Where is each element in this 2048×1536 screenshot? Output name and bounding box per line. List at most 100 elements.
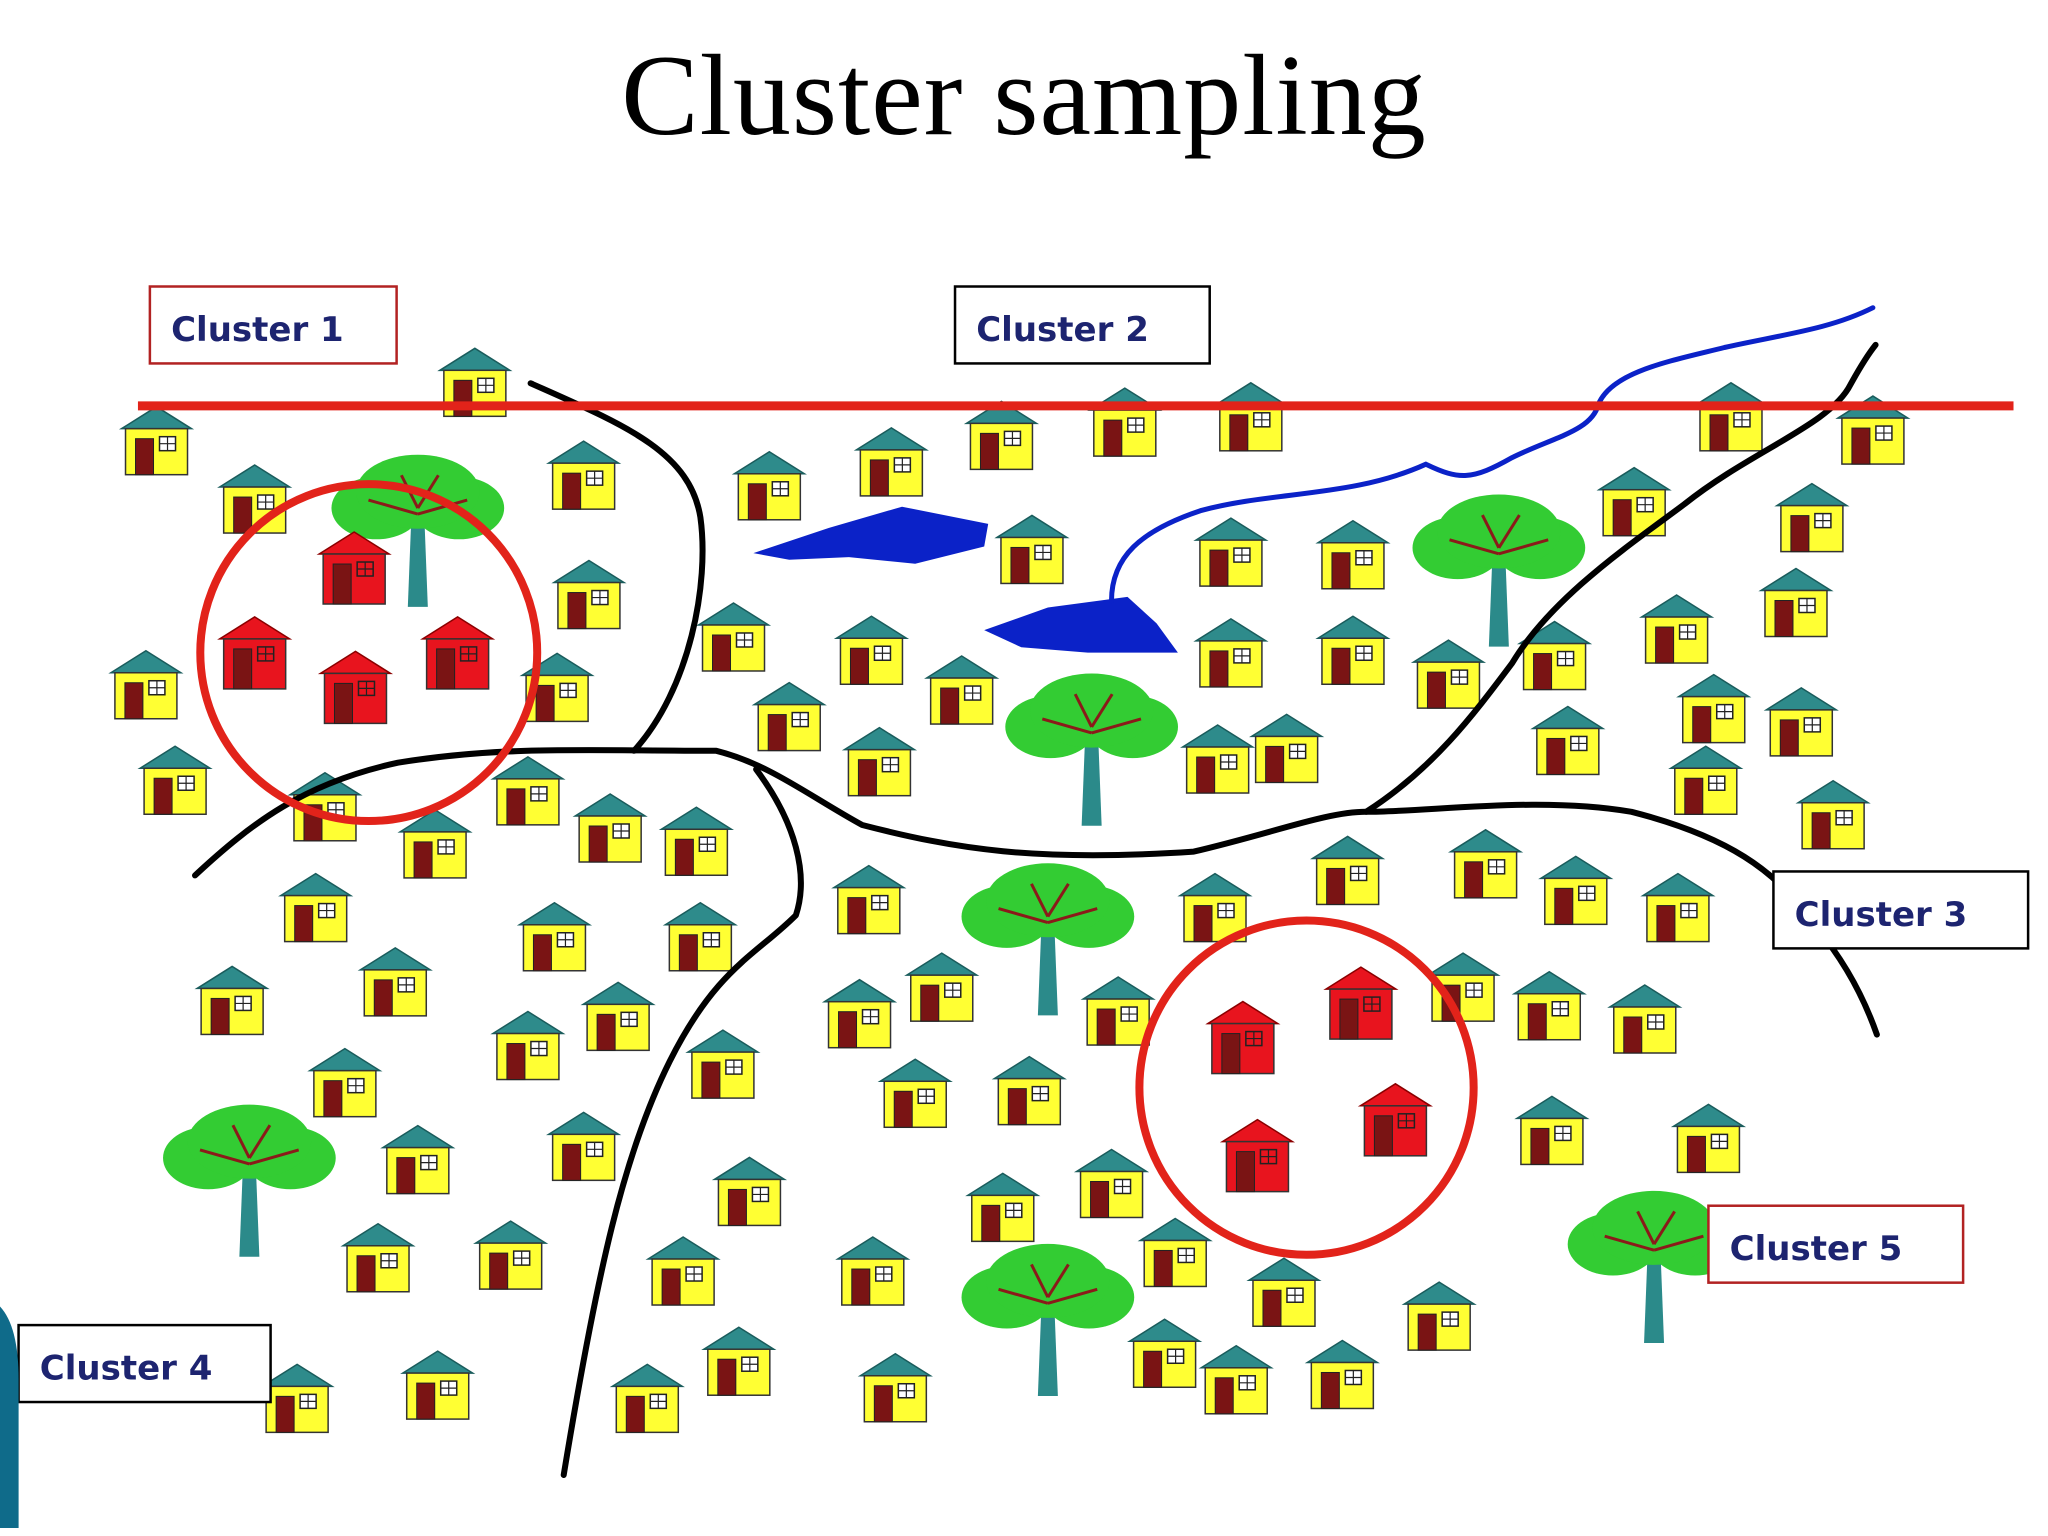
- boundary-cluster4-east: [560, 766, 804, 1478]
- house-icon: [751, 681, 827, 752]
- boundary-cluster1-east: [527, 380, 706, 754]
- tree-icon: [961, 863, 1135, 1016]
- river: [1109, 305, 1876, 604]
- house-icon: [1538, 855, 1614, 926]
- water-layer: [753, 305, 1876, 653]
- house-icon: [1198, 1344, 1274, 1415]
- house-icon: [1668, 745, 1744, 815]
- house-icon: [1410, 639, 1487, 709]
- house-icon: [1516, 620, 1593, 691]
- pond-1: [753, 506, 989, 564]
- house-icon: [1304, 1339, 1380, 1410]
- house-icon: [194, 965, 270, 1036]
- house-icon: [853, 427, 929, 497]
- house-icon: [731, 450, 807, 521]
- house-icon: [217, 464, 293, 534]
- house-icon: [835, 1236, 911, 1306]
- house-icon: [1640, 872, 1716, 943]
- selected-house-icon: [1357, 1082, 1434, 1157]
- cluster-label-text: Cluster 5: [1730, 1229, 1903, 1269]
- houses-layer: [108, 347, 1911, 1434]
- house-icon: [965, 1172, 1041, 1243]
- house-icon: [1080, 976, 1156, 1046]
- cluster-label-5: Cluster 5: [1707, 1204, 1965, 1284]
- house-icon: [1447, 828, 1524, 899]
- house-icon: [1246, 1257, 1322, 1327]
- boundary-cluster2-east: [1363, 341, 1879, 815]
- house-icon: [1670, 1103, 1747, 1174]
- house-icon: [1401, 1281, 1477, 1351]
- house-icon: [1763, 686, 1839, 757]
- selected-house-icon: [1205, 1000, 1281, 1075]
- house-icon: [1758, 567, 1834, 638]
- house-icon: [1213, 381, 1289, 452]
- cluster-label-4: Cluster 4: [17, 1323, 272, 1404]
- labels-layer: Cluster 1 Cluster 2 Cluster 3 Cluster 4 Clus…: [17, 285, 2030, 1404]
- house-icon: [963, 400, 1040, 471]
- selected-house-icon: [1219, 1118, 1296, 1193]
- house-icon: [841, 726, 918, 797]
- house-icon: [1073, 1148, 1150, 1219]
- house-icon: [108, 649, 184, 720]
- house-icon: [1693, 381, 1769, 452]
- house-icon: [340, 1222, 416, 1293]
- house-icon: [904, 952, 980, 1022]
- house-icon: [546, 1111, 622, 1182]
- selected-house-icon: [317, 650, 394, 725]
- house-icon: [380, 1124, 456, 1195]
- house-icon: [118, 405, 195, 476]
- tree-icon: [1412, 494, 1586, 647]
- cluster-label-text: Cluster 4: [40, 1348, 213, 1388]
- house-icon: [994, 514, 1070, 585]
- selected-house-icon: [420, 616, 496, 690]
- house-icon: [1315, 519, 1391, 590]
- house-icon: [1193, 618, 1269, 688]
- corner-accent: [0, 1306, 19, 1528]
- tree-icon: [961, 1243, 1135, 1397]
- house-icon: [833, 615, 910, 686]
- house-icon: [1249, 713, 1325, 784]
- house-icon: [1676, 673, 1752, 744]
- house-icon: [572, 793, 648, 863]
- house-icon: [1126, 1318, 1203, 1389]
- house-icon: [1530, 705, 1606, 776]
- lines-layer: [137, 341, 2014, 1478]
- house-icon: [857, 1352, 933, 1423]
- house-icon: [1774, 482, 1850, 553]
- house-icon: [400, 1350, 476, 1420]
- cluster-label-2: Cluster 2: [953, 285, 1211, 365]
- house-icon: [1180, 724, 1256, 794]
- tree-icon: [1005, 673, 1178, 826]
- house-icon: [711, 1156, 788, 1227]
- tree-icon: [163, 1104, 336, 1257]
- house-icon: [278, 872, 354, 943]
- house-icon: [490, 1010, 566, 1081]
- house-icon: [991, 1055, 1067, 1126]
- cluster-label-text: Cluster 3: [1795, 895, 1968, 935]
- house-icon: [516, 901, 593, 972]
- house-icon: [357, 946, 433, 1017]
- house-icon: [1310, 835, 1386, 906]
- house-icon: [259, 1363, 335, 1434]
- house-icon: [490, 755, 566, 826]
- house-icon: [137, 745, 213, 815]
- selected-house-icon: [217, 616, 293, 690]
- house-icon: [580, 981, 656, 1052]
- house-icon: [546, 440, 622, 510]
- selected-house-icon: [1323, 966, 1399, 1040]
- house-icon: [695, 602, 772, 672]
- house-icon: [1607, 984, 1683, 1054]
- house-icon: [397, 809, 473, 879]
- cluster-label-text: Cluster 1: [171, 310, 344, 350]
- house-icon: [1511, 970, 1587, 1041]
- house-icon: [658, 806, 734, 877]
- house-icon: [831, 864, 907, 935]
- house-icon: [1795, 779, 1871, 850]
- house-icon: [645, 1236, 721, 1306]
- selected-cluster-circle-1: [196, 480, 542, 826]
- house-icon: [877, 1058, 953, 1129]
- house-icon: [1087, 387, 1163, 457]
- pond-2: [984, 596, 1178, 653]
- boundary-horizontal: [192, 747, 1880, 1038]
